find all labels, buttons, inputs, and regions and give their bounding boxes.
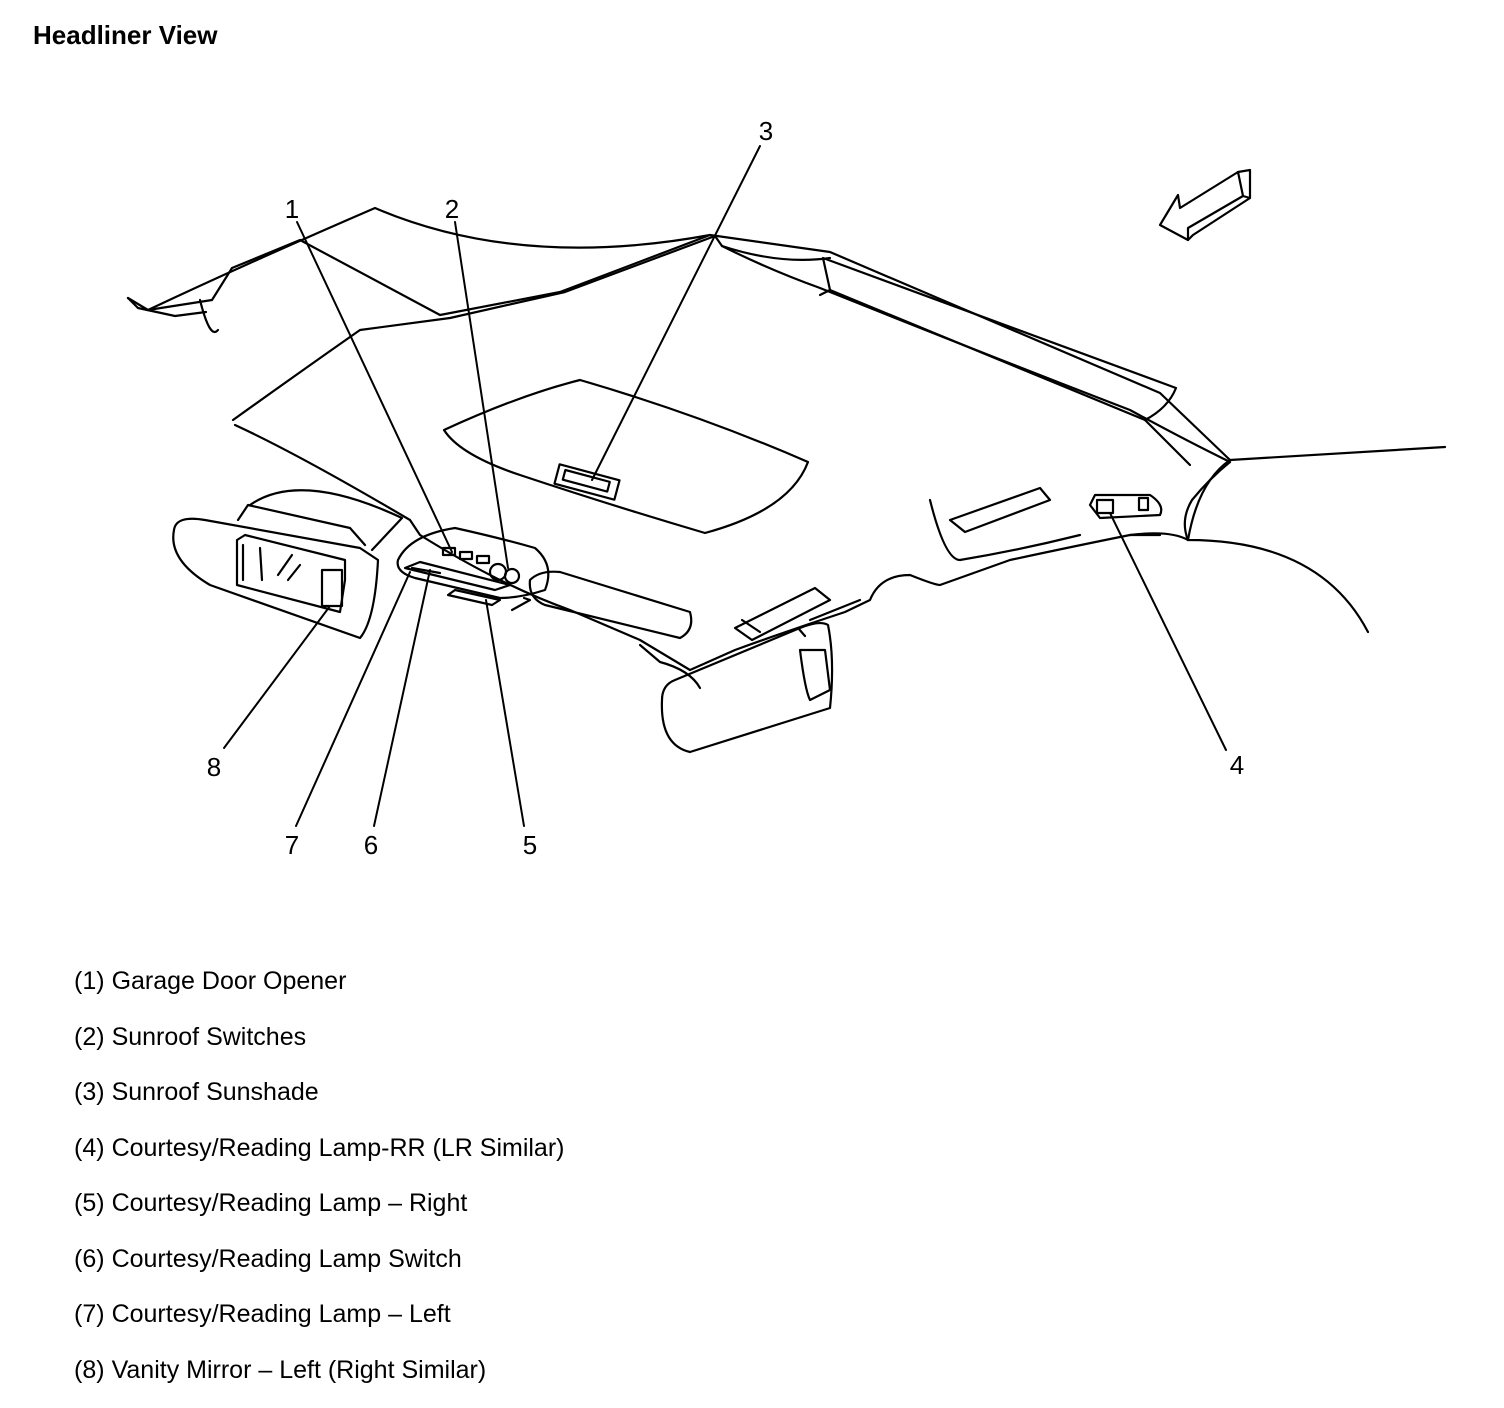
- legend-item: (6)Courtesy/Reading Lamp Switch: [74, 1241, 564, 1297]
- legend-text: Courtesy/Reading Lamp Switch: [111, 1244, 462, 1273]
- legend-item: (8)Vanity Mirror – Left (Right Similar): [74, 1352, 564, 1408]
- sunroof-sunshade: [442, 378, 810, 535]
- legend-item: (3)Sunroof Sunshade: [74, 1074, 564, 1130]
- callout-5: 5: [523, 830, 537, 860]
- legend-number: (1): [74, 967, 105, 995]
- headliner-diagram: 1 2 3 4 5 6 7 8: [126, 116, 1447, 860]
- legend-text: Sunroof Sunshade: [111, 1078, 319, 1106]
- legend-item: (4)Courtesy/Reading Lamp-RR (LR Similar): [74, 1130, 564, 1186]
- vanity-mirror: [320, 568, 344, 608]
- garage-door-opener-button: [458, 550, 474, 561]
- sunroof-switch: [488, 562, 508, 582]
- left-sun-visor: [172, 298, 404, 640]
- callout-2: 2: [445, 194, 459, 224]
- leader-lines: [223, 145, 1227, 827]
- legend-number: (8): [74, 1355, 105, 1384]
- legend-item: (1)Garage Door Opener: [74, 963, 564, 1019]
- rear-reading-lamp: [1088, 493, 1163, 520]
- legend-number: (7): [74, 1300, 105, 1328]
- legend-item: (5)Courtesy/Reading Lamp – Right: [74, 1185, 564, 1241]
- garage-door-opener-button: [475, 554, 491, 565]
- sunroof-switch: [503, 567, 521, 585]
- callout-8: 8: [207, 752, 221, 782]
- leader-line-3: [591, 145, 761, 481]
- callout-6: 6: [364, 830, 378, 860]
- leader-line-1: [296, 221, 453, 553]
- callout-1: 1: [285, 194, 299, 224]
- leader-line-5: [485, 599, 525, 827]
- leader-line-8: [223, 605, 331, 749]
- legend-number: (6): [74, 1244, 105, 1273]
- headliner-panel: [126, 206, 1447, 672]
- callout-7: 7: [285, 830, 299, 860]
- callout-4: 4: [1230, 750, 1244, 780]
- legend-item: (2)Sunroof Switches: [74, 1019, 564, 1075]
- legend-number: (2): [74, 1022, 105, 1051]
- right-sun-visor: [660, 621, 834, 754]
- legend-item: (7)Courtesy/Reading Lamp – Left: [74, 1296, 564, 1352]
- leader-line-6: [373, 569, 431, 827]
- legend-text: Courtesy/Reading Lamp – Right: [111, 1189, 468, 1217]
- legend-text: Courtesy/Reading Lamp – Left: [111, 1300, 451, 1328]
- leader-line-2: [454, 221, 509, 569]
- legend-text: Vanity Mirror – Left (Right Similar): [111, 1355, 487, 1384]
- garage-door-opener-button: [441, 546, 457, 557]
- parts-legend: (1)Garage Door Opener (2)Sunroof Switche…: [74, 963, 564, 1407]
- overhead-console: [396, 526, 550, 607]
- legend-number: (3): [74, 1078, 105, 1106]
- reading-lamp-right: [446, 588, 502, 607]
- rear-channel: [818, 256, 1192, 467]
- right-headliner-details: [510, 486, 1082, 690]
- front-direction-arrow-icon: [1158, 168, 1252, 242]
- legend-text: Courtesy/Reading Lamp-RR (LR Similar): [111, 1133, 565, 1162]
- leader-line-7: [295, 571, 411, 827]
- legend-number: (4): [74, 1133, 105, 1162]
- legend-number: (5): [74, 1189, 105, 1217]
- page-title: Headliner View: [33, 20, 218, 50]
- callout-3: 3: [759, 116, 773, 146]
- legend-text: Sunroof Switches: [111, 1022, 307, 1051]
- leader-line-4: [1109, 512, 1227, 751]
- legend-text: Garage Door Opener: [111, 967, 347, 995]
